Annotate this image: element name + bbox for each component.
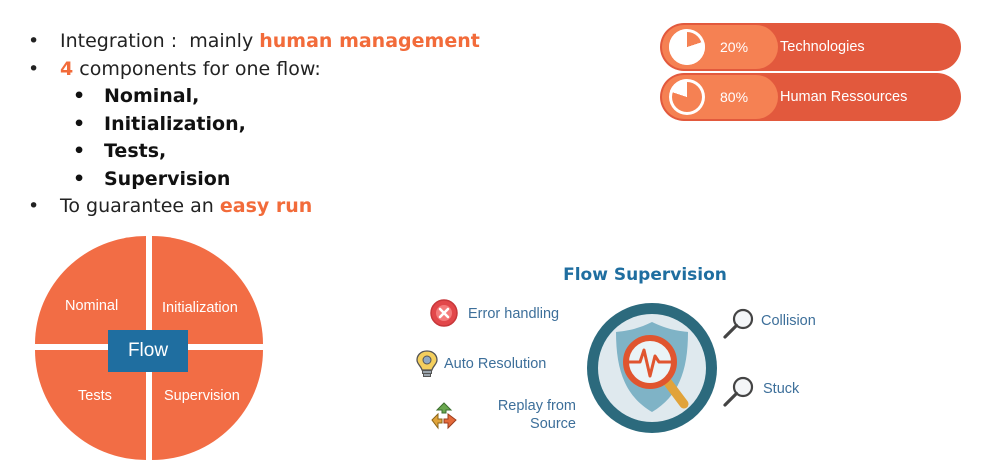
bullet-components-text: components for one flow: — [73, 57, 321, 80]
magnifier-icon — [723, 308, 754, 339]
pill-human-resources: 80% Human Ressources — [660, 73, 961, 121]
bullet-components-count: 4 — [60, 57, 74, 80]
pill-human-resources-percent-area: 80% — [662, 75, 778, 119]
quadrant-tests-label: Tests — [78, 388, 112, 404]
pill-human-resources-percent: 80% — [720, 89, 749, 105]
bullet-guarantee-highlight: easy run — [219, 195, 313, 217]
quadrant-initialization-label: Initialization — [162, 300, 238, 316]
quadrant-supervision-label: Supervision — [164, 388, 240, 404]
bullet-guarantee-text: To guarantee an — [60, 195, 220, 217]
auto-resolution-label: Auto Resolution — [444, 356, 547, 372]
bullet-integration-text: Integration : mainly — [60, 30, 260, 52]
sub-bullet-initialization: Initialization, — [28, 111, 480, 139]
bullet-integration-highlight: human management — [259, 30, 480, 52]
error-x-icon — [430, 299, 458, 327]
recycle-arrows-icon — [431, 402, 457, 430]
sub-bullet-supervision: Supervision — [28, 166, 480, 194]
pill-technologies-percent-area: 20% — [662, 25, 778, 69]
bullet-integration: Integration : mainly human management — [28, 28, 480, 56]
pill-technologies: 20% Technologies — [660, 23, 961, 71]
shield-magnifier-pulse-icon — [587, 303, 717, 433]
pie-technologies-icon — [669, 29, 705, 65]
quadrant-initialization: Initialization — [152, 236, 263, 344]
pill-human-resources-label: Human Ressources — [780, 89, 908, 105]
replay-line-2: Source — [530, 416, 576, 432]
error-handling-label: Error handling — [468, 306, 560, 322]
bullet-components: 4 components for one flow: — [28, 56, 480, 84]
replay-line-1: Replay from — [497, 398, 576, 414]
flow-supervision-title: Flow Supervision — [563, 265, 727, 285]
pill-technologies-percent: 20% — [720, 39, 749, 55]
bullet-guarantee: To guarantee an easy run — [28, 193, 480, 221]
flow-center-box: Flow — [108, 330, 188, 372]
sub-bullet-nominal: Nominal, — [28, 83, 480, 111]
replay-from-source-label: Replay from Source — [470, 397, 576, 433]
flow-quadrant-diagram: Nominal Initialization Tests Supervision — [35, 236, 263, 460]
quadrant-nominal-label: Nominal — [65, 298, 119, 314]
collision-label: Collision — [761, 313, 816, 329]
bullet-list: Integration : mainly human management 4 … — [28, 28, 480, 221]
pie-human-resources-icon — [669, 79, 705, 115]
quadrant-nominal: Nominal — [35, 236, 146, 344]
stuck-label: Stuck — [763, 381, 800, 397]
sub-bullet-tests: Tests, — [28, 138, 480, 166]
pill-technologies-label: Technologies — [780, 39, 865, 55]
lightbulb-gears-icon — [416, 350, 438, 377]
magnifier-icon — [723, 376, 754, 407]
